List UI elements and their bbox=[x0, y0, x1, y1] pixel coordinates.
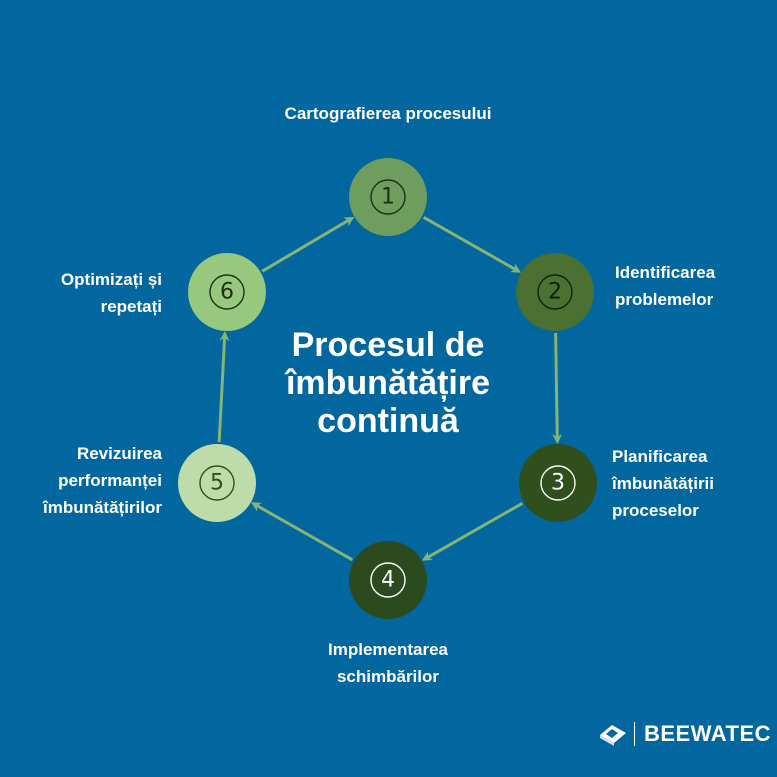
step-label-2: Identificarea problemelor bbox=[615, 263, 716, 309]
logo-divider bbox=[634, 722, 635, 746]
beewatec-logo: BEEWATEC bbox=[598, 721, 771, 747]
step-number-4: 4 bbox=[381, 568, 395, 593]
arrow-3-to-4 bbox=[421, 502, 524, 561]
step-number-ring-5 bbox=[199, 465, 235, 501]
step-node-5: 5 bbox=[178, 444, 256, 522]
diagram-title: Procesul de îmbunătățire continuă bbox=[285, 326, 491, 440]
beewatec-logo-icon bbox=[600, 725, 626, 746]
step-circle-1 bbox=[349, 158, 427, 236]
step-circle-5 bbox=[178, 444, 256, 522]
step-circle-4 bbox=[349, 541, 427, 619]
step-number-ring-1 bbox=[370, 179, 406, 215]
step-node-3: 3 bbox=[519, 444, 597, 522]
step-number-6: 6 bbox=[220, 280, 234, 305]
arrow-4-to-5 bbox=[250, 502, 354, 562]
step-number-2: 2 bbox=[548, 280, 562, 305]
step-label-4: Implementarea schimbărilor bbox=[328, 640, 448, 686]
step-number-ring-6 bbox=[209, 274, 245, 310]
step-number-1: 1 bbox=[381, 185, 395, 210]
step-label-3: Planificarea îmbunătățirii proceselor bbox=[612, 447, 715, 520]
arrow-5-to-6 bbox=[217, 330, 230, 443]
arrow-2-to-3 bbox=[552, 332, 563, 445]
step-label-5: Revizuirea performanței îmbunătățirilor bbox=[42, 444, 162, 517]
step-label-1: Cartografierea procesului bbox=[284, 104, 492, 123]
step-circle-6 bbox=[188, 253, 266, 331]
step-circle-2 bbox=[516, 253, 594, 331]
step-circle-3 bbox=[519, 444, 597, 522]
step-number-ring-3 bbox=[540, 465, 576, 501]
logo-text: BEEWATEC bbox=[644, 721, 772, 746]
step-node-6: 6 bbox=[188, 253, 266, 331]
step-node-2: 2 bbox=[516, 253, 594, 331]
step-number-ring-2 bbox=[537, 274, 573, 310]
step-label-6: Optimizați și repetați bbox=[60, 270, 162, 316]
step-number-ring-4 bbox=[370, 562, 406, 598]
step-number-3: 3 bbox=[551, 471, 565, 496]
arrow-6-to-1 bbox=[261, 216, 355, 273]
step-number-5: 5 bbox=[210, 471, 224, 496]
step-node-1: 1 bbox=[349, 158, 427, 236]
arrow-1-to-2 bbox=[422, 215, 522, 273]
step-node-4: 4 bbox=[349, 541, 427, 619]
